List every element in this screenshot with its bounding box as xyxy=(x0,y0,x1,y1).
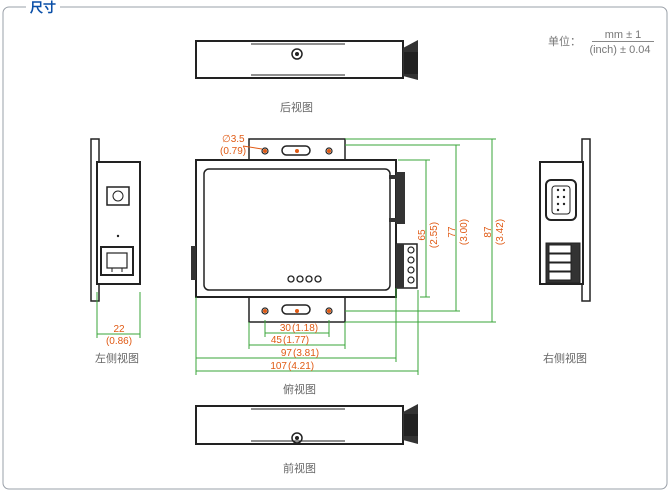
unit-secondary: (inch) ± 0.04 xyxy=(589,44,651,56)
dim-107-in: (4.21) xyxy=(288,361,314,372)
dim-45-mm: 45 xyxy=(271,335,283,346)
top-view-drawing xyxy=(191,138,418,323)
dim-65-in: (2.55) xyxy=(429,222,440,248)
dim-77-mm: 77 xyxy=(447,226,458,238)
dim-hole-mm: ∅3.5 xyxy=(222,134,245,145)
caption-rear-view: 后视图 xyxy=(280,101,313,114)
right-view-drawing xyxy=(539,138,591,302)
dimension-labels: ∅3.5 (0.79) 65 (2.55) 77 (3.00) 87 (3.42… xyxy=(106,134,506,372)
dim-77-in: (3.00) xyxy=(459,219,470,245)
caption-left-view: 左侧视图 xyxy=(95,352,139,365)
dim-87-mm: 87 xyxy=(483,226,494,238)
dim-22-in: (0.86) xyxy=(106,336,132,347)
dim-107-mm: 107 xyxy=(270,361,287,372)
unit-primary: mm ± 1 xyxy=(592,29,654,42)
hole-leader xyxy=(242,145,263,150)
dim-65-mm: 65 xyxy=(417,229,428,241)
dim-30-in: (1.18) xyxy=(292,323,318,334)
caption-right-view: 右侧视图 xyxy=(543,352,587,365)
section-title: 尺寸 xyxy=(26,0,61,16)
dim-97-in: (3.81) xyxy=(293,348,319,359)
caption-front-view: 前视图 xyxy=(283,462,316,475)
dim-87-in: (3.42) xyxy=(495,219,506,245)
dim-hole-in: (0.79) xyxy=(220,146,246,157)
dim-97-mm: 97 xyxy=(281,348,293,359)
dim-22-mm: 22 xyxy=(113,324,125,335)
rear-view-drawing xyxy=(195,40,418,80)
caption-top-view: 俯视图 xyxy=(283,383,316,396)
front-view-drawing xyxy=(195,404,418,445)
dim-45-in: (1.77) xyxy=(283,335,309,346)
dim-30-mm: 30 xyxy=(280,323,292,334)
unit-label: 单位： xyxy=(548,36,581,48)
dimension-lines xyxy=(96,138,496,375)
left-view-drawing xyxy=(90,138,141,302)
